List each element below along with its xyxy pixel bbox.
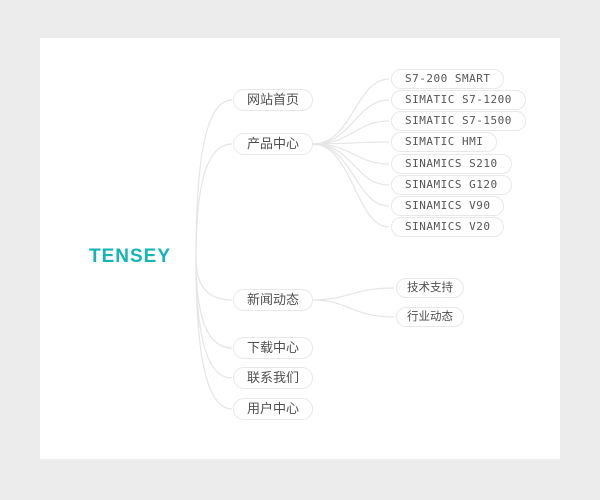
sitemap-node-downloads[interactable]: 下载中心 bbox=[233, 337, 313, 359]
brand-logo: TENSEY bbox=[89, 246, 172, 267]
product-node-sinamics-v20[interactable]: SINAMICS V20 bbox=[391, 217, 505, 237]
sitemap-node-user[interactable]: 用户中心 bbox=[233, 398, 313, 420]
sitemap-node-contact[interactable]: 联系我们 bbox=[233, 367, 313, 389]
product-node-simatic-s7-1500[interactable]: SIMATIC S7-1500 bbox=[391, 111, 526, 131]
product-node-sinamics-g120[interactable]: SINAMICS G120 bbox=[391, 175, 512, 195]
product-node-sinamics-v90[interactable]: SINAMICS V90 bbox=[391, 196, 505, 216]
sitemap-node-news[interactable]: 新闻动态 bbox=[233, 289, 313, 311]
product-node-sinamics-s210[interactable]: SINAMICS S210 bbox=[391, 154, 512, 174]
news-child-industry-news[interactable]: 行业动态 bbox=[396, 307, 464, 327]
product-node-simatic-s7-1200[interactable]: SIMATIC S7-1200 bbox=[391, 90, 526, 110]
product-node-s7-200-smart[interactable]: S7-200 SMART bbox=[391, 69, 505, 89]
sitemap-node-home[interactable]: 网站首页 bbox=[233, 89, 313, 111]
sitemap-node-products[interactable]: 产品中心 bbox=[233, 133, 313, 155]
product-node-simatic-hmi[interactable]: SIMATIC HMI bbox=[391, 132, 498, 152]
news-child-tech-support[interactable]: 技术支持 bbox=[396, 278, 464, 298]
